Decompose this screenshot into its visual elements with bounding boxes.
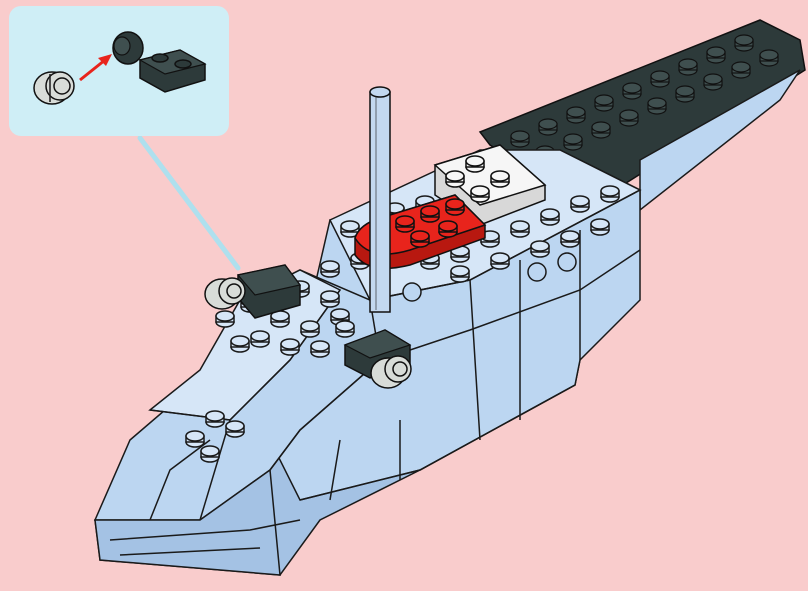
callout-panel — [9, 6, 229, 136]
red-plate-stud — [421, 206, 439, 222]
body-stud — [231, 336, 249, 352]
tail-stud — [592, 122, 610, 138]
body-stud — [206, 411, 224, 427]
red-plate-stud — [396, 216, 414, 232]
body-stud — [541, 209, 559, 225]
body-stud — [601, 186, 619, 202]
body-stud — [451, 266, 469, 282]
body-stud — [321, 291, 339, 307]
body-stud — [271, 311, 289, 327]
body-stud — [591, 219, 609, 235]
body-stud — [311, 341, 329, 357]
tail-stud — [760, 50, 778, 66]
white-plate-stud — [446, 171, 464, 187]
tail-stud — [539, 119, 557, 135]
body-stud — [336, 321, 354, 337]
tail-stud — [732, 62, 750, 78]
body-stud — [216, 311, 234, 327]
red-plate-stud — [411, 231, 429, 247]
red-plate-stud — [446, 199, 464, 215]
body-stud — [301, 321, 319, 337]
body-stud — [281, 339, 299, 355]
body-stud — [491, 253, 509, 269]
tail-stud — [735, 35, 753, 51]
tail-stud — [679, 59, 697, 75]
white-plate-stud — [466, 156, 484, 172]
tail-stud — [704, 74, 722, 90]
tail-stud — [707, 47, 725, 63]
body-stud — [201, 446, 219, 462]
body-stud — [251, 331, 269, 347]
white-plate-stud — [471, 186, 489, 202]
tail-stud — [511, 131, 529, 147]
tail-stud — [620, 110, 638, 126]
tail-stud — [676, 86, 694, 102]
body-stud — [511, 221, 529, 237]
body-stud — [321, 261, 339, 277]
body-stud — [226, 421, 244, 437]
tail-stud — [595, 95, 613, 111]
red-plate-stud — [439, 221, 457, 237]
rotor-mast — [370, 87, 390, 312]
white-plate-stud — [491, 171, 509, 187]
body-stud — [531, 241, 549, 257]
tail-stud — [564, 134, 582, 150]
body-stud — [186, 431, 204, 447]
tail-stud — [567, 107, 585, 123]
body-stud — [571, 196, 589, 212]
body-stud — [561, 231, 579, 247]
tail-stud — [651, 71, 669, 87]
tail-stud — [648, 98, 666, 114]
tail-stud — [623, 83, 641, 99]
